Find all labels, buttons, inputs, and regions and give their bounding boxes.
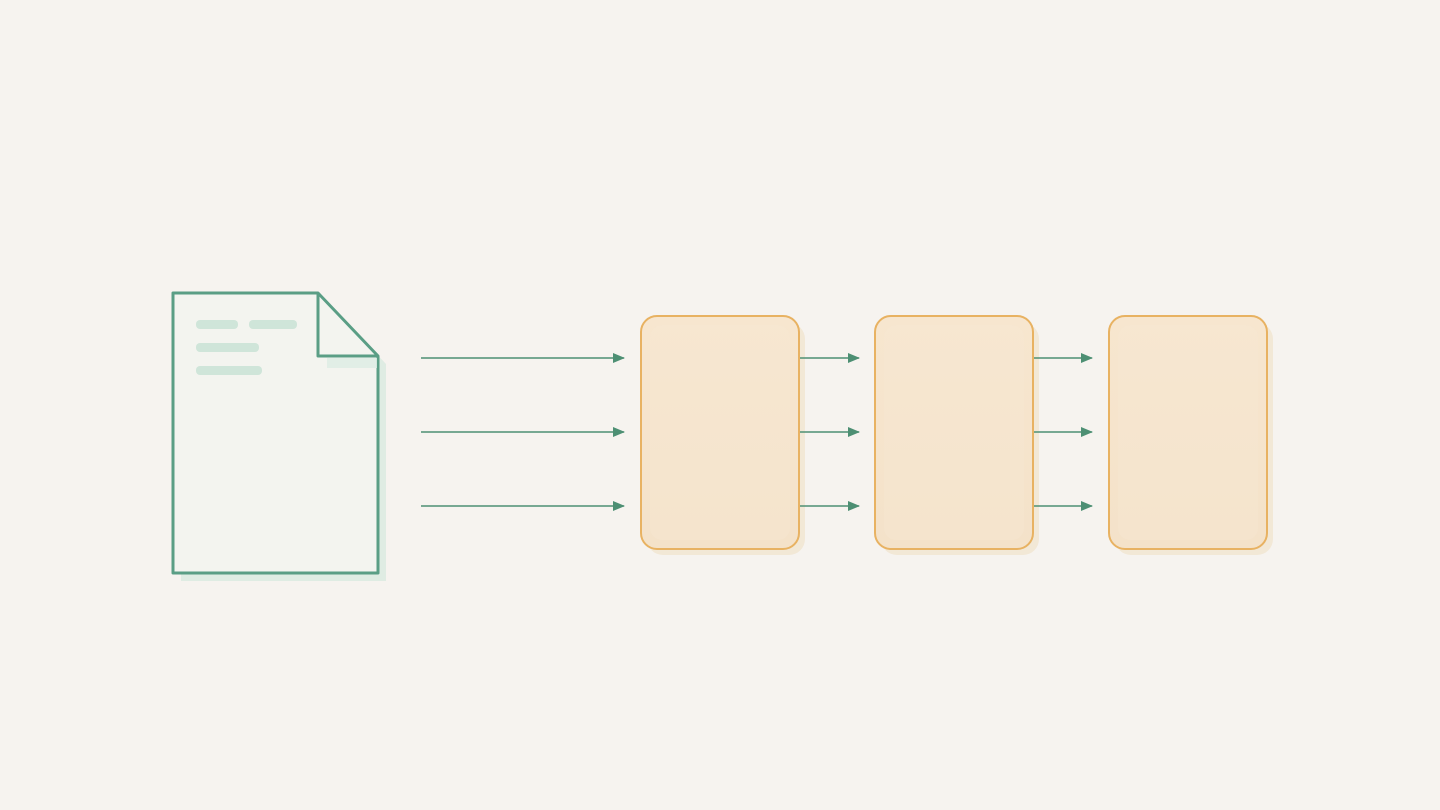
document-text-line bbox=[196, 343, 259, 352]
document-text-line bbox=[196, 366, 262, 375]
stage-box-2 bbox=[874, 315, 1039, 555]
stage-box-1 bbox=[640, 315, 805, 555]
document-text-line bbox=[249, 320, 297, 329]
flow-arrows-stage-2-to-stage-3 bbox=[1034, 353, 1093, 511]
flow-arrows-stage-1-to-stage-2 bbox=[800, 353, 860, 511]
flow-arrows-source-to-stage-1 bbox=[421, 353, 625, 511]
document-body bbox=[171, 291, 380, 575]
document-text-line bbox=[196, 320, 238, 329]
stage-box-body bbox=[1108, 315, 1268, 550]
stage-box-body bbox=[874, 315, 1034, 550]
document-fold-shadow bbox=[327, 358, 377, 368]
stage-box-inner-highlight bbox=[1118, 325, 1258, 540]
stage-box-3 bbox=[1108, 315, 1273, 555]
stage-box-body bbox=[640, 315, 800, 550]
stage-box-inner-highlight bbox=[650, 325, 790, 540]
source-document-icon bbox=[171, 291, 386, 581]
document-fold bbox=[316, 293, 378, 358]
stage-box-inner-highlight bbox=[884, 325, 1024, 540]
